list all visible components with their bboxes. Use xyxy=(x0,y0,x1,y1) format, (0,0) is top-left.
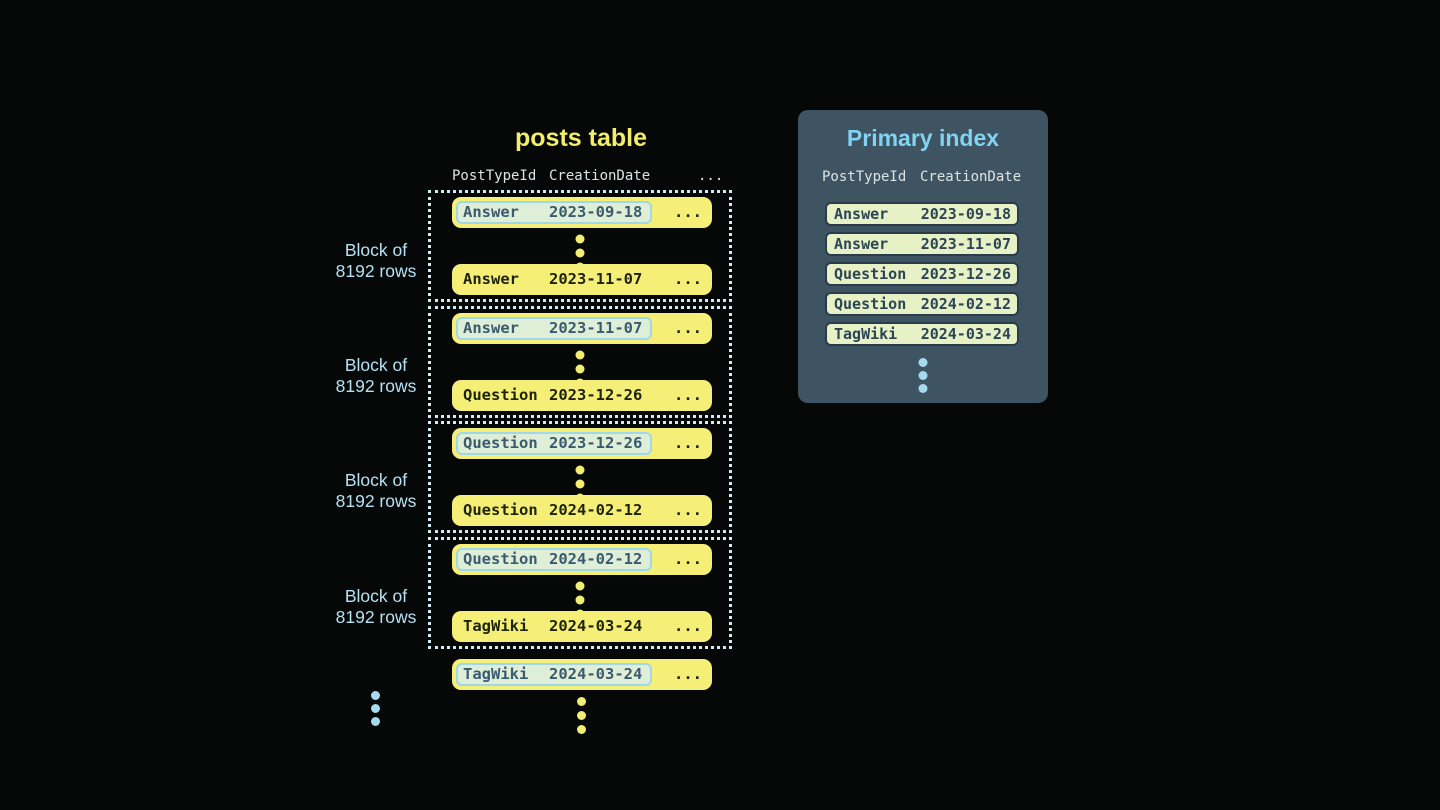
next-block-first-row: TagWiki 2024-03-24 ... xyxy=(452,659,712,690)
row-block-3: Question 2023-12-26 ... Question 2024-02… xyxy=(428,421,732,533)
block-label-line1: Block of xyxy=(344,355,408,375)
block-label-line2: 8192 rows xyxy=(335,376,417,396)
more-rows-dots-icon xyxy=(577,697,586,734)
index-row-4: Question 2024-02-12 xyxy=(825,292,1019,316)
block-label-line1: Block of xyxy=(344,240,408,260)
index-row-creationdate: 2023-12-26 xyxy=(920,265,1011,283)
indexed-row-highlight xyxy=(456,548,652,571)
index-row-creationdate: 2024-03-24 xyxy=(920,325,1011,343)
row-creationdate: 2024-02-12 xyxy=(549,550,643,568)
index-row-posttypeid: Answer xyxy=(834,205,889,223)
row-more-columns: ... xyxy=(674,434,702,452)
index-row-3: Question 2023-12-26 xyxy=(825,262,1019,286)
block4-last-row: TagWiki 2024-03-24 ... xyxy=(452,611,712,642)
row-creationdate: 2023-11-07 xyxy=(549,270,643,288)
column-header-more: ... xyxy=(698,168,724,184)
block-size-label-3: Block of 8192 rows xyxy=(316,470,436,512)
row-more-columns: ... xyxy=(674,319,702,337)
indexed-row-highlight xyxy=(456,317,652,340)
row-more-columns: ... xyxy=(674,270,702,288)
row-more-columns: ... xyxy=(674,203,702,221)
index-row-posttypeid: Question xyxy=(834,265,907,283)
block-size-label-2: Block of 8192 rows xyxy=(316,355,436,397)
row-more-columns: ... xyxy=(674,617,702,635)
indexed-row-highlight xyxy=(456,432,652,455)
block2-last-row: Question 2023-12-26 ... xyxy=(452,380,712,411)
row-posttypeid: TagWiki xyxy=(463,617,529,635)
index-row-1: Answer 2023-09-18 xyxy=(825,202,1019,226)
index-row-creationdate: 2023-09-18 xyxy=(920,205,1011,223)
index-row-5: TagWiki 2024-03-24 xyxy=(825,322,1019,346)
block1-first-row: Answer 2023-09-18 ... xyxy=(452,197,712,228)
block-label-line2: 8192 rows xyxy=(335,491,417,511)
row-more-columns: ... xyxy=(674,665,702,683)
block3-last-row: Question 2024-02-12 ... xyxy=(452,495,712,526)
block4-first-row: Question 2024-02-12 ... xyxy=(452,544,712,575)
indexed-row-highlight xyxy=(456,201,652,224)
index-row-posttypeid: Answer xyxy=(834,235,889,253)
more-index-entries-dots-icon xyxy=(918,358,928,393)
row-posttypeid: TagWiki xyxy=(463,665,529,683)
indexed-row-highlight xyxy=(456,663,652,686)
row-posttypeid: Question xyxy=(463,501,538,519)
index-column-header-posttypeid: PostTypeId xyxy=(822,169,907,185)
column-header-posttypeid: PostTypeId xyxy=(452,168,537,184)
index-row-creationdate: 2024-02-12 xyxy=(920,295,1011,313)
row-creationdate: 2024-03-24 xyxy=(549,665,643,683)
row-more-columns: ... xyxy=(674,386,702,404)
row-creationdate: 2024-03-24 xyxy=(549,617,643,635)
index-row-posttypeid: Question xyxy=(834,295,907,313)
column-header-creationdate: CreationDate xyxy=(549,168,651,184)
row-creationdate: 2023-12-26 xyxy=(549,434,643,452)
index-row-2: Answer 2023-11-07 xyxy=(825,232,1019,256)
block-label-line2: 8192 rows xyxy=(335,261,417,281)
block2-first-row: Answer 2023-11-07 ... xyxy=(452,313,712,344)
index-row-posttypeid: TagWiki xyxy=(834,325,898,343)
row-posttypeid: Answer xyxy=(463,203,519,221)
block-size-label-1: Block of 8192 rows xyxy=(316,240,436,282)
row-creationdate: 2023-12-26 xyxy=(549,386,643,404)
row-posttypeid: Answer xyxy=(463,319,519,337)
row-more-columns: ... xyxy=(674,501,702,519)
index-column-header-creationdate: CreationDate xyxy=(920,169,1022,185)
row-posttypeid: Question xyxy=(463,434,538,452)
row-block-4: Question 2024-02-12 ... TagWiki 2024-03-… xyxy=(428,537,732,649)
row-posttypeid: Question xyxy=(463,550,538,568)
posts-table-title: posts table xyxy=(515,124,647,152)
block-size-label-4: Block of 8192 rows xyxy=(316,586,436,628)
row-posttypeid: Answer xyxy=(463,270,519,288)
row-more-columns: ... xyxy=(674,550,702,568)
block-label-line1: Block of xyxy=(344,470,408,490)
block-label-line1: Block of xyxy=(344,586,408,606)
block-label-line2: 8192 rows xyxy=(335,607,417,627)
index-row-creationdate: 2023-11-07 xyxy=(920,235,1011,253)
row-creationdate: 2023-11-07 xyxy=(549,319,643,337)
row-block-1: Answer 2023-09-18 ... Answer 2023-11-07 … xyxy=(428,190,732,302)
more-blocks-dots-icon xyxy=(371,691,380,726)
block1-last-row: Answer 2023-11-07 ... xyxy=(452,264,712,295)
row-posttypeid: Question xyxy=(463,386,538,404)
primary-index-panel: Primary index PostTypeId CreationDate An… xyxy=(798,110,1048,403)
row-creationdate: 2023-09-18 xyxy=(549,203,643,221)
primary-index-title: Primary index xyxy=(846,125,1000,151)
row-creationdate: 2024-02-12 xyxy=(549,501,643,519)
row-block-2: Answer 2023-11-07 ... Question 2023-12-2… xyxy=(428,306,732,418)
block3-first-row: Question 2023-12-26 ... xyxy=(452,428,712,459)
